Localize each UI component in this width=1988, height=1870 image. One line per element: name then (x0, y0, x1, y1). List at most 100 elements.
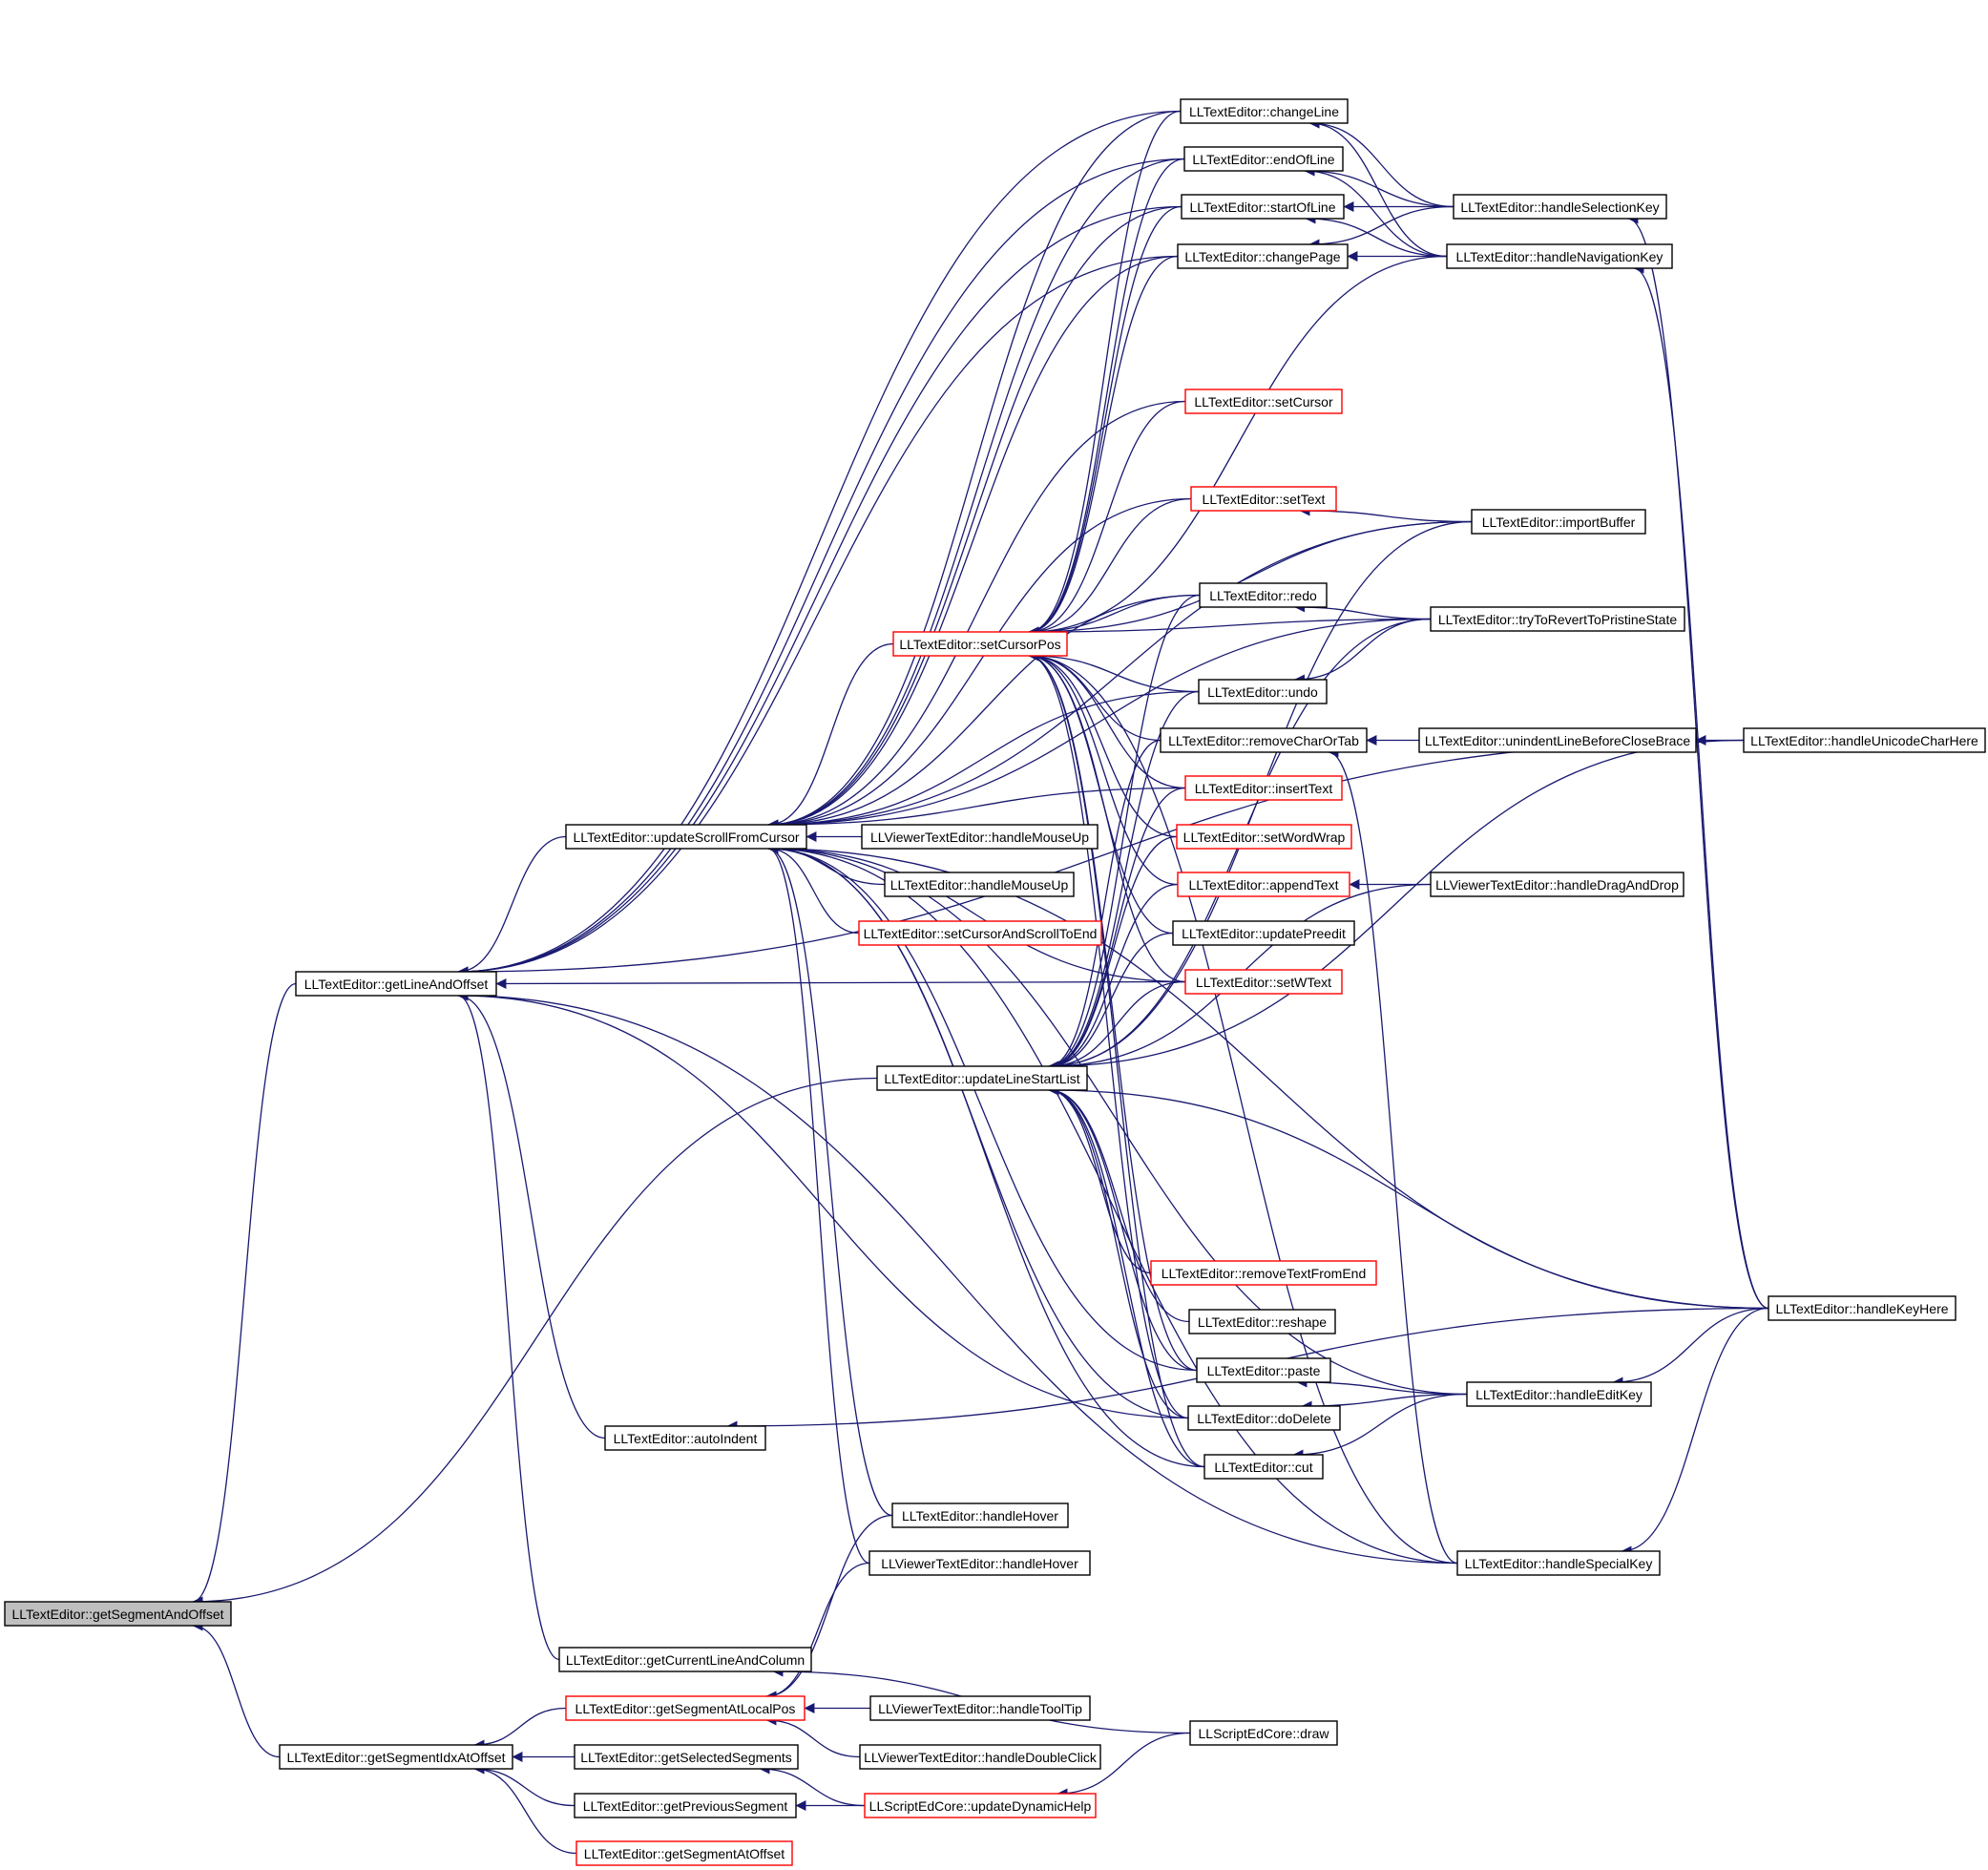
node-teHandleMouseUp[interactable]: LLTextEditor::handleMouseUp (884, 872, 1075, 897)
node-label: LLTextEditor::endOfLine (1192, 152, 1334, 167)
node-label: LLTextEditor::handleKeyHere (1775, 1301, 1948, 1316)
node-changeLine[interactable]: LLTextEditor::changeLine (1180, 98, 1349, 124)
node-label: LLTextEditor::changePage (1184, 249, 1340, 264)
edge-handleNavigationKey-to-endOfLine (1304, 165, 1448, 258)
edge-setCursorPos-to-updateScrollFromCursor (767, 642, 894, 830)
edge-paste-to-updateLineStartList (1048, 1084, 1198, 1372)
node-endOfLine[interactable]: LLTextEditor::endOfLine (1183, 146, 1344, 172)
edge-setWText-to-setCursorPos (1028, 650, 1186, 983)
node-label: LLTextEditor::getSegmentIdxAtOffset (286, 1750, 505, 1765)
node-label: LLTextEditor::getCurrentLineAndColumn (566, 1652, 805, 1668)
node-undo[interactable]: LLTextEditor::undo (1198, 679, 1328, 704)
node-setText[interactable]: LLTextEditor::setText (1190, 486, 1337, 512)
node-reshape[interactable]: LLTextEditor::reshape (1188, 1309, 1336, 1334)
node-getLineAndOffset[interactable]: LLTextEditor::getLineAndOffset (295, 971, 497, 997)
node-label: LLTextEditor::removeCharOrTab (1168, 733, 1359, 748)
node-changePage[interactable]: LLTextEditor::changePage (1177, 243, 1349, 269)
edge-changeLine-to-setCursorPos (1028, 110, 1182, 638)
node-label: LLTextEditor::getLineAndOffset (304, 977, 489, 992)
node-setWordWrap[interactable]: LLTextEditor::setWordWrap (1176, 824, 1352, 850)
node-appendText[interactable]: LLTextEditor::appendText (1177, 872, 1350, 897)
edge-handleSpecialKey-to-removeCharOrTab (1328, 746, 1458, 1565)
edge-tryToRevert-to-updateScrollFromCursor (767, 618, 1432, 830)
edge-handleSelectionKey-to-endOfLine (1304, 165, 1454, 208)
node-removeCharOrTab[interactable]: LLTextEditor::removeCharOrTab (1160, 727, 1368, 753)
node-getSegmentAndOffset[interactable]: LLTextEditor::getSegmentAndOffset (4, 1601, 232, 1627)
node-updateScrollFromCursor[interactable]: LLTextEditor::updateScrollFromCursor (565, 824, 807, 850)
edge-insertText-to-setCursorPos (1028, 650, 1186, 789)
node-scriptDraw[interactable]: LLScriptEdCore::draw (1189, 1720, 1338, 1746)
node-updateLineStartList[interactable]: LLTextEditor::updateLineStartList (876, 1065, 1088, 1091)
node-label: LLTextEditor::cut (1214, 1460, 1312, 1475)
edge-getSegmentIdxAtOffset-to-getSegmentAndOffset (192, 1620, 281, 1758)
edge-appendText-to-updateLineStartList (1048, 883, 1179, 1072)
node-vteHandleDragAndDrop[interactable]: LLViewerTextEditor::handleDragAndDrop (1430, 872, 1685, 897)
node-getSelectedSegments[interactable]: LLTextEditor::getSelectedSegments (574, 1744, 799, 1770)
edge-redo-to-updateScrollFromCursor (767, 594, 1201, 830)
node-handleNavigationKey[interactable]: LLTextEditor::handleNavigationKey (1446, 243, 1673, 269)
edge-cut-to-updateScrollFromCursor (767, 843, 1205, 1468)
node-vteHandleMouseUp[interactable]: LLViewerTextEditor::handleMouseUp (861, 824, 1099, 850)
edge-redo-to-setCursorPos (1028, 594, 1201, 638)
node-unindentLine[interactable]: LLTextEditor::unindentLineBeforeCloseBra… (1418, 727, 1697, 753)
edge-removeCharOrTab-to-updateLineStartList (1048, 739, 1161, 1072)
edge-importBuffer-to-setText (1299, 505, 1473, 523)
edge-updatePreedit-to-updateLineStartList (1048, 932, 1174, 1072)
node-cut[interactable]: LLTextEditor::cut (1203, 1454, 1324, 1480)
node-label: LLTextEditor::updatePreedit (1182, 926, 1346, 941)
node-label: LLTextEditor::startOfLine (1189, 200, 1335, 215)
node-handleKeyHere[interactable]: LLTextEditor::handleKeyHere (1768, 1295, 1957, 1321)
edge-reshape-to-updateLineStartList (1048, 1084, 1190, 1323)
node-label: LLTextEditor::getSelectedSegments (580, 1750, 792, 1765)
node-updateDynamicHelp[interactable]: LLScriptEdCore::updateDynamicHelp (864, 1793, 1097, 1818)
edge-importBuffer-to-setCursorPos (1028, 520, 1473, 638)
node-insertText[interactable]: LLTextEditor::insertText (1184, 775, 1343, 801)
node-label: LLTextEditor::paste (1207, 1363, 1321, 1378)
node-label: LLTextEditor::redo (1209, 588, 1317, 603)
node-vteHandleToolTip[interactable]: LLViewerTextEditor::handleToolTip (869, 1695, 1091, 1721)
edge-changeLine-to-updateScrollFromCursor (767, 110, 1182, 830)
edge-setWText-to-updateScrollFromCursor (767, 843, 1186, 983)
node-label: LLViewerTextEditor::handleToolTip (878, 1701, 1082, 1716)
node-vteHandleDoubleClick[interactable]: LLViewerTextEditor::handleDoubleClick (859, 1744, 1101, 1770)
node-handleEditKey[interactable]: LLTextEditor::handleEditKey (1466, 1381, 1652, 1407)
edge-updateDynamicHelp-to-getSelectedSegments (759, 1763, 866, 1807)
node-updatePreedit[interactable]: LLTextEditor::updatePreedit (1172, 920, 1355, 946)
node-label: LLTextEditor::setCursorAndScrollToEnd (864, 926, 1098, 941)
node-doDelete[interactable]: LLTextEditor::doDelete (1187, 1405, 1341, 1431)
node-startOfLine[interactable]: LLTextEditor::startOfLine (1181, 194, 1345, 220)
node-handleSelectionKey[interactable]: LLTextEditor::handleSelectionKey (1453, 194, 1667, 220)
node-label: LLScriptEdCore::updateDynamicHelp (869, 1798, 1092, 1814)
node-importBuffer[interactable]: LLTextEditor::importBuffer (1471, 509, 1646, 535)
node-handleUnicodeCharHere[interactable]: LLTextEditor::handleUnicodeCharHere (1743, 727, 1986, 753)
node-label: LLTextEditor::setWordWrap (1183, 830, 1346, 845)
node-removeTextFromEnd[interactable]: LLTextEditor::removeTextFromEnd (1150, 1260, 1377, 1286)
node-getCurrentLineAndColumn[interactable]: LLTextEditor::getCurrentLineAndColumn (558, 1647, 812, 1672)
node-setCursorPos[interactable]: LLTextEditor::setCursorPos (892, 631, 1068, 657)
node-setCursorAndScrollToEnd[interactable]: LLTextEditor::setCursorAndScrollToEnd (858, 920, 1102, 946)
node-label: LLTextEditor::getPreviousSegment (583, 1798, 788, 1814)
node-getPreviousSegment[interactable]: LLTextEditor::getPreviousSegment (574, 1793, 797, 1818)
node-label: LLTextEditor::getSegmentAtLocalPos (575, 1701, 796, 1716)
node-setWText[interactable]: LLTextEditor::setWText (1184, 969, 1343, 995)
edge-setCursorAndScrollToEnd-to-updateScrollFromCursor (767, 843, 860, 935)
node-handleSpecialKey[interactable]: LLTextEditor::handleSpecialKey (1456, 1550, 1661, 1576)
node-vteHandleHover[interactable]: LLViewerTextEditor::handleHover (868, 1550, 1091, 1576)
edge-getSegmentAtLocalPos-to-getSegmentIdxAtOffset (473, 1707, 567, 1751)
edge-doDelete-to-getLineAndOffset (457, 990, 1189, 1419)
node-setCursor[interactable]: LLTextEditor::setCursor (1184, 389, 1343, 414)
node-label: LLTextEditor::setCursor (1194, 394, 1333, 410)
node-paste[interactable]: LLTextEditor::paste (1196, 1357, 1331, 1383)
node-teHandleHover[interactable]: LLTextEditor::handleHover (891, 1502, 1069, 1528)
node-getSegmentAtLocalPos[interactable]: LLTextEditor::getSegmentAtLocalPos (565, 1695, 806, 1721)
edge-tryToRevert-to-undo (1293, 618, 1432, 685)
node-label: LLTextEditor::handleNavigationKey (1456, 249, 1664, 264)
node-getSegmentIdxAtOffset[interactable]: LLTextEditor::getSegmentIdxAtOffset (279, 1744, 513, 1770)
node-label: LLViewerTextEditor::handleDragAndDrop (1435, 877, 1679, 893)
node-redo[interactable]: LLTextEditor::redo (1199, 582, 1328, 608)
node-tryToRevert[interactable]: LLTextEditor::tryToRevertToPristineState (1430, 606, 1685, 632)
node-autoIndent[interactable]: LLTextEditor::autoIndent (604, 1425, 766, 1451)
node-getSegmentAtOffset[interactable]: LLTextEditor::getSegmentAtOffset (575, 1840, 793, 1866)
node-label: LLTextEditor::handleSpecialKey (1465, 1556, 1653, 1571)
edge-getCurrentLineAndColumn-to-getLineAndOffset (457, 990, 560, 1661)
